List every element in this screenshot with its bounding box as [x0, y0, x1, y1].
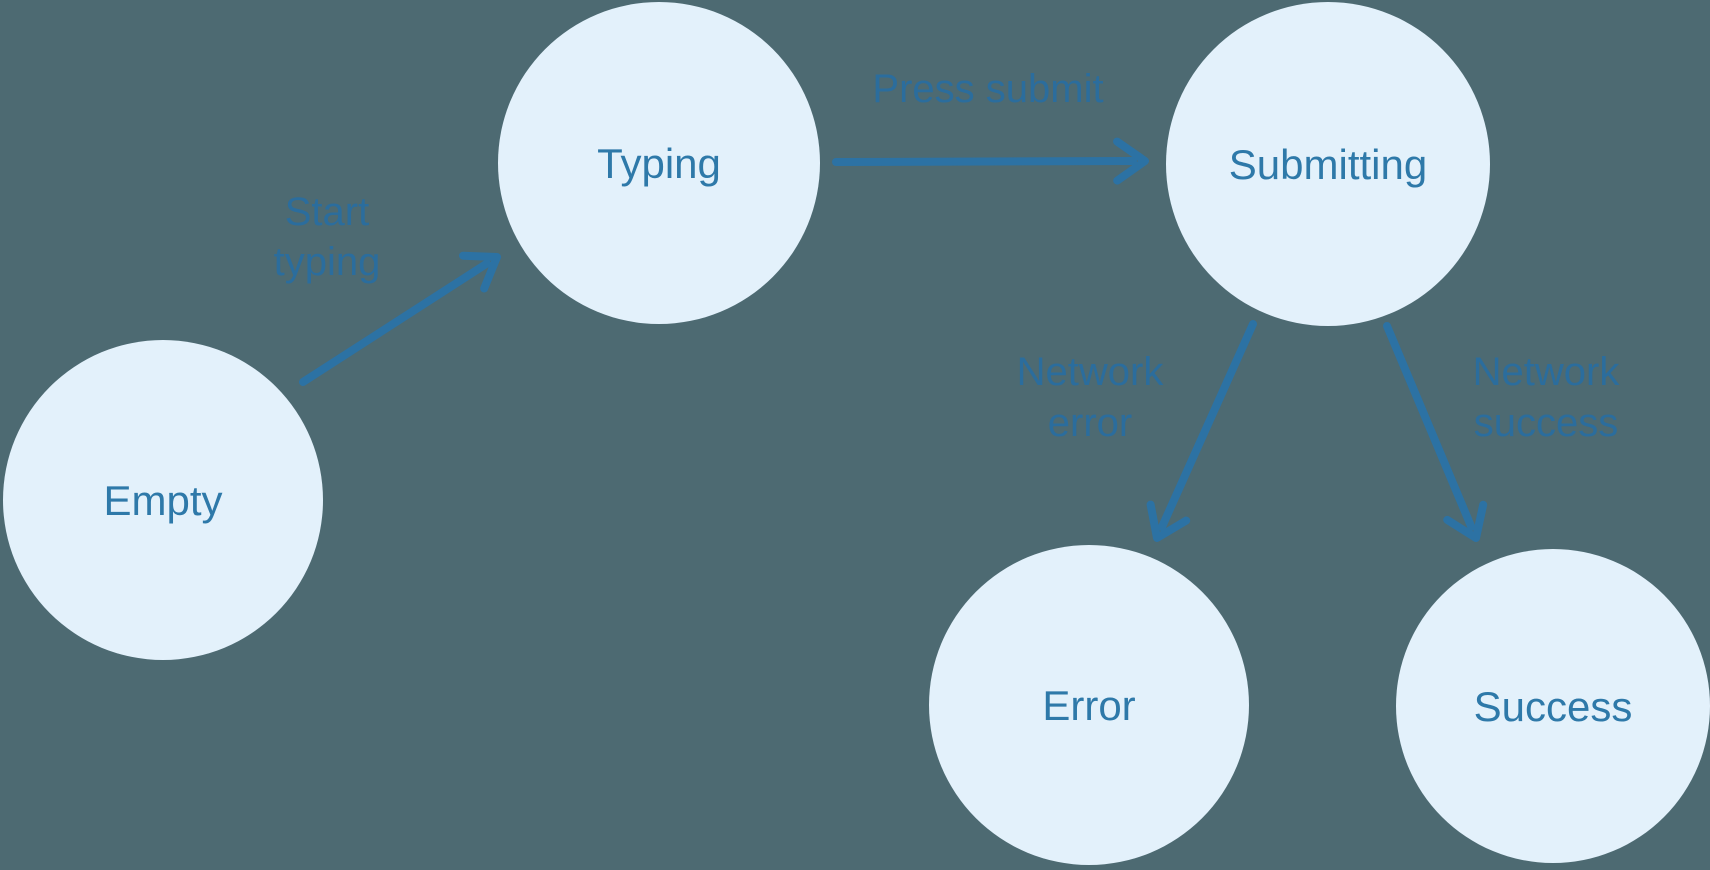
- transition-typing-to-submitting: Press submit: [832, 67, 1149, 185]
- transition-arrowhead-icon: [1113, 137, 1149, 185]
- transition-arrowhead-icon: [459, 251, 501, 293]
- state-node-error: Error: [929, 545, 1249, 865]
- state-node-submitting: Submitting: [1166, 2, 1490, 326]
- state-circle-submitting[interactable]: [1166, 2, 1490, 326]
- state-node-empty: Empty: [3, 340, 323, 660]
- transition-arrow-shaft: [832, 157, 1138, 166]
- state-circle-success[interactable]: [1396, 549, 1710, 863]
- transition-arrow-shaft: [299, 259, 491, 386]
- transition-label-typing-to-submitting: Press submit: [872, 67, 1103, 111]
- state-node-success: Success: [1396, 549, 1710, 863]
- state-circle-typing[interactable]: [498, 2, 820, 324]
- transition-arrowhead-icon: [1146, 500, 1191, 542]
- state-label-success: Success: [1474, 683, 1633, 730]
- state-label-submitting: Submitting: [1229, 141, 1427, 188]
- state-label-error: Error: [1042, 682, 1135, 729]
- state-node-typing: Typing: [498, 2, 820, 324]
- state-circle-error[interactable]: [929, 545, 1249, 865]
- state-label-typing: Typing: [597, 140, 721, 187]
- state-circle-empty[interactable]: [3, 340, 323, 660]
- transition-arrowhead-icon: [1443, 500, 1488, 542]
- state-label-empty: Empty: [103, 477, 222, 524]
- transition-arrow-shaft: [1383, 322, 1476, 531]
- transition-arrow-shaft: [1157, 320, 1257, 532]
